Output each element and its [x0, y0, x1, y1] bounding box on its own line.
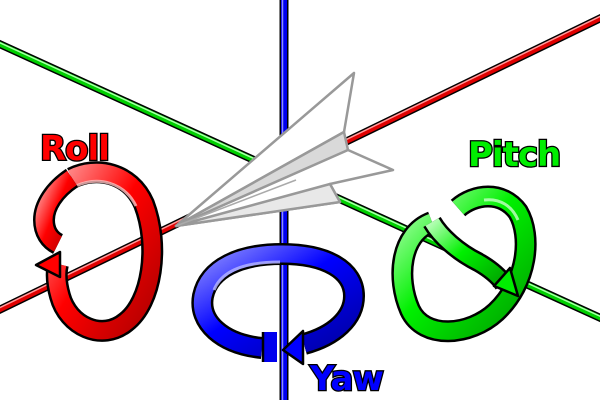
- yaw-arrow-icon: [191, 242, 366, 366]
- pitch-label: Pitch: [468, 135, 560, 175]
- roll-arrow-icon: [32, 161, 164, 342]
- pitch-arrow-icon: [391, 185, 537, 343]
- roll-label: Roll: [40, 129, 109, 169]
- yaw-label: Yaw: [309, 359, 383, 399]
- paper-airplane-icon: [174, 71, 395, 228]
